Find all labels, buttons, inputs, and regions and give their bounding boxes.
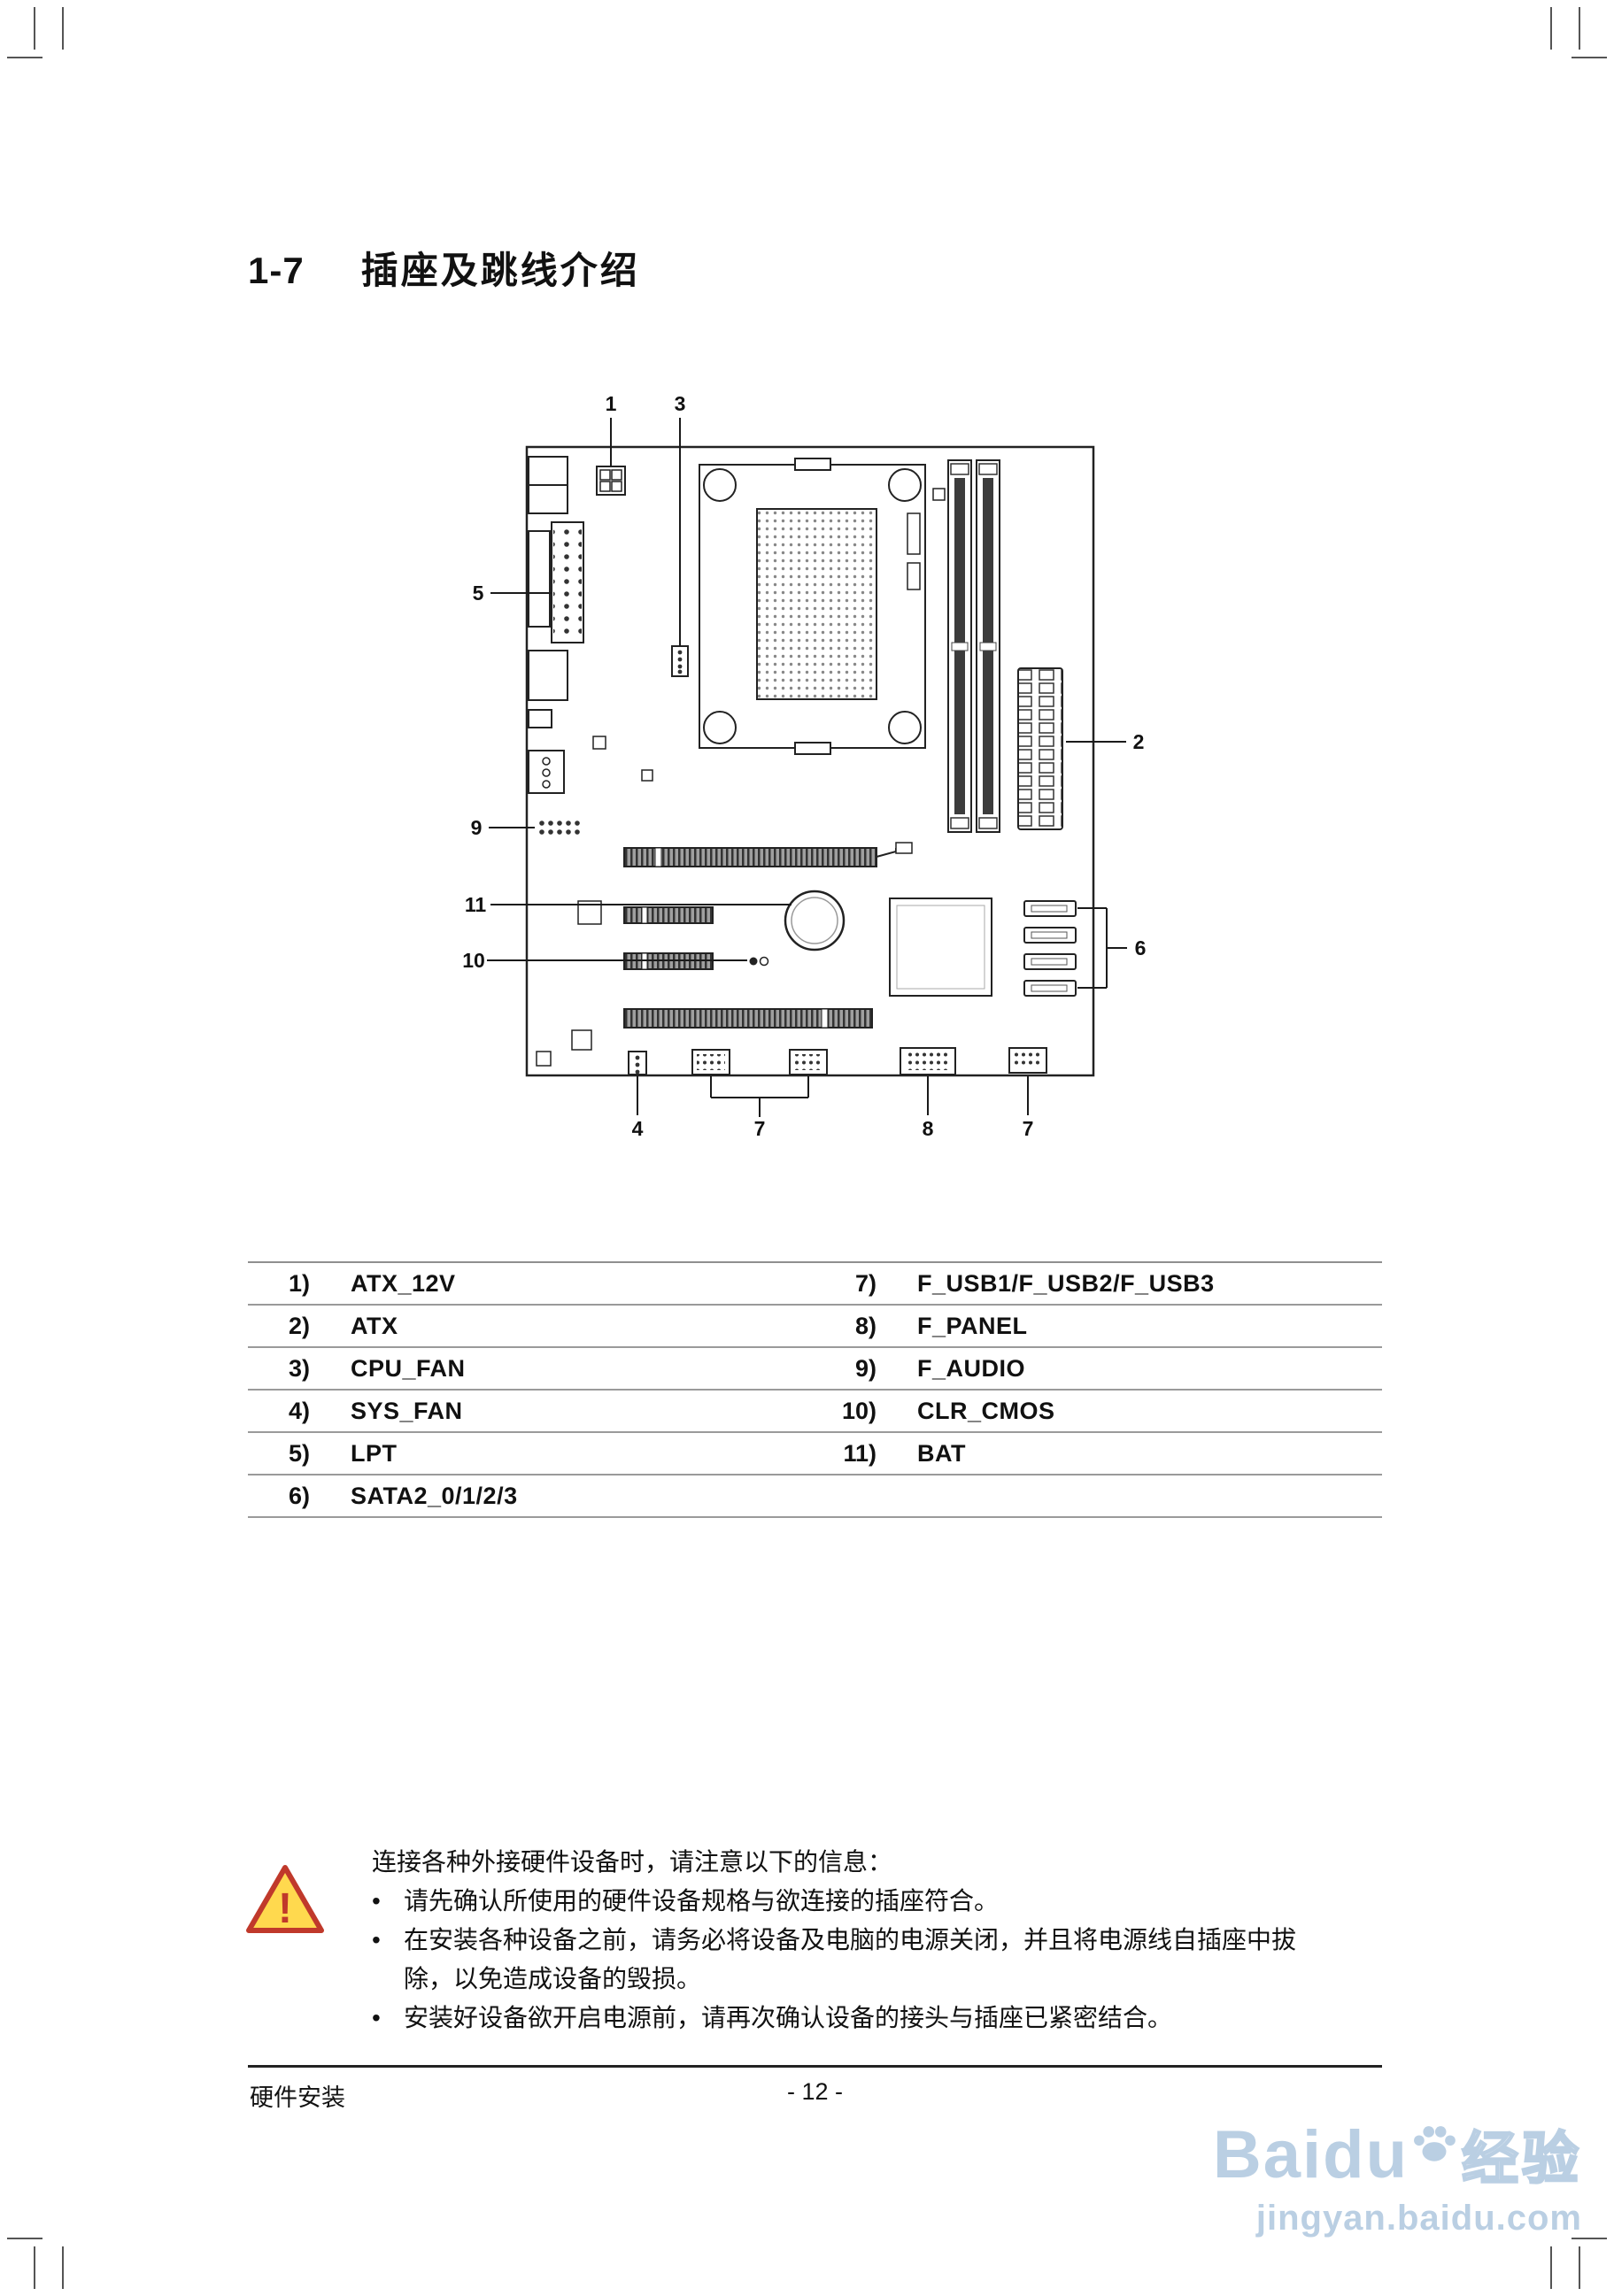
small-chip [571,1029,592,1051]
sys-fan-header [628,1051,647,1075]
section-number: 1-7 [248,250,305,291]
connector-name: ATX_12V [351,1269,456,1297]
connector-number: 10) [841,1397,877,1424]
pcie-x1-slot-1 [623,906,714,924]
connector-name: SYS_FAN [351,1397,463,1424]
clr-cmos-jumper [749,956,769,967]
motherboard-diagram-svg: 1 3 5 9 11 10 2 6 4 7 8 7 [462,392,1147,1140]
warning-intro: 连接各种外接硬件设备时，请注意以下的信息： [372,1848,893,1876]
connector-number: 7) [854,1269,877,1297]
page-footer: 硬件安装 - 12 - [248,2065,1382,2111]
watermark-url: jingyan.baidu.com [1255,2199,1582,2238]
callout-11: 11 [465,893,487,916]
small-chip [932,488,946,501]
connector-name: ATX [351,1312,398,1339]
callout-5: 5 [473,582,484,605]
chipset [889,898,992,997]
motherboard-diagram: 1 3 5 9 11 10 2 6 4 7 8 7 [460,389,1169,1142]
connector-number: 9) [854,1354,877,1382]
f-usb2-header [789,1049,828,1075]
table-row: 2) ATX 8) F_PANEL [248,1306,1382,1348]
connector-table: 1) ATX_12V 7) F_USB1/F_USB2/F_USB3 2) AT… [248,1261,1382,1518]
warning-text: 连接各种外接硬件设备时，请注意以下的信息： • 请先确认所使用的硬件设备规格与欲… [372,1843,1310,2038]
connector-name: BAT [917,1439,966,1467]
connector-name: F_PANEL [917,1312,1028,1339]
small-chip [592,736,606,750]
atx-24pin-connector [1017,667,1063,830]
pci-slot [623,1008,873,1029]
table-row: 3) CPU_FAN 9) F_AUDIO [248,1348,1382,1391]
pcie-x16-slot [623,842,913,867]
callout-8: 8 [923,1117,934,1140]
bullet-marker: • [372,1926,381,1953]
sata-connectors [1023,900,1077,997]
baidu-watermark: Baidu 经验 jingyan.baidu.com [1213,2114,1582,2238]
callout-1: 1 [606,392,617,415]
callout-9: 9 [471,816,483,839]
footer-section-label: 硬件安装 [250,2084,345,2111]
connector-number: 8) [854,1312,877,1339]
warning-bullet: • 请先确认所使用的硬件设备规格与欲连接的插座符合。 [372,1882,1310,1921]
watermark-brand-row: Baidu 经验 [1213,2114,1582,2195]
atx-12v-connector [596,466,626,496]
paw-icon [1414,2126,1456,2161]
warning-section: ! 连接各种外接硬件设备时，请注意以下的信息： • 请先确认所使用的硬件设备规格… [244,1843,1386,2038]
callout-10: 10 [462,949,485,972]
table-row: 5) LPT 11) BAT [248,1433,1382,1475]
callout-6: 6 [1135,936,1147,959]
table-row: 1) ATX_12V 7) F_USB1/F_USB2/F_USB3 [248,1263,1382,1306]
ram-slot-2 [976,459,1000,833]
ram-slot-1 [947,459,972,833]
connector-name: CPU_FAN [351,1354,466,1382]
connector-number: 1) [288,1269,310,1297]
connector-name: LPT [351,1439,398,1467]
warning-bullet-text: 在安装各种设备之前，请务必将设备及电脑的电源关闭，并且将电源线自插座中拔除，以免… [404,1926,1297,1992]
callout-leader-lines [487,418,1127,1117]
connector-name: F_AUDIO [917,1354,1026,1382]
bullet-marker: • [372,2004,381,2031]
callout-7-right: 7 [1023,1117,1034,1140]
connector-number: 4) [288,1397,310,1424]
battery [784,890,846,952]
bullet-marker: • [372,1887,381,1915]
table-row: 4) SYS_FAN 10) CLR_CMOS [248,1391,1382,1433]
connector-name: F_USB1/F_USB2/F_USB3 [917,1269,1215,1297]
page-header: 1-7 插座及跳线介绍 [248,241,640,295]
f-usb3-header [1008,1047,1047,1074]
connector-number: 11) [843,1439,877,1467]
connector-number: 2) [288,1312,310,1339]
lpt-header [551,521,584,643]
callout-7-left: 7 [754,1117,766,1140]
page-number: - 12 - [786,2078,844,2105]
exclamation-mark: ! [278,1885,292,1932]
warning-bullet-text: 安装好设备欲开启电源前，请再次确认设备的接头与插座已紧密结合。 [404,2004,1173,2031]
small-chip [641,769,653,782]
warning-triangle-icon: ! [246,1865,324,1933]
page-title: 插座及跳线介绍 [360,250,640,291]
callout-4: 4 [632,1117,644,1140]
warning-bullet: • 安装好设备欲开启电源前，请再次确认设备的接头与插座已紧密结合。 [372,1999,1310,2038]
connector-number: 3) [288,1354,310,1382]
callout-2: 2 [1133,730,1145,753]
watermark-brand: Baidu [1212,2116,1409,2192]
connector-name: SATA2_0/1/2/3 [351,1482,518,1509]
table-row: 6) SATA2_0/1/2/3 [248,1475,1382,1518]
callout-3: 3 [675,392,686,415]
connector-name: CLR_CMOS [917,1397,1055,1424]
warning-bullet-text: 请先确认所使用的硬件设备规格与欲连接的插座符合。 [404,1887,1000,1915]
rear-io-ports [528,456,568,794]
f-audio-header [539,821,580,835]
warning-bullet: • 在安装各种设备之前，请务必将设备及电脑的电源关闭，并且将电源线自插座中拔除，… [372,1921,1310,1999]
cpu-socket [699,458,926,755]
f-panel-header [900,1047,956,1075]
cpu-fan-header [671,645,689,677]
f-usb1-header [691,1049,730,1075]
connector-number: 5) [288,1439,310,1467]
mounting-hole [536,1051,552,1067]
watermark-suffix: 经验 [1461,2126,1582,2192]
connector-number: 6) [288,1482,310,1509]
